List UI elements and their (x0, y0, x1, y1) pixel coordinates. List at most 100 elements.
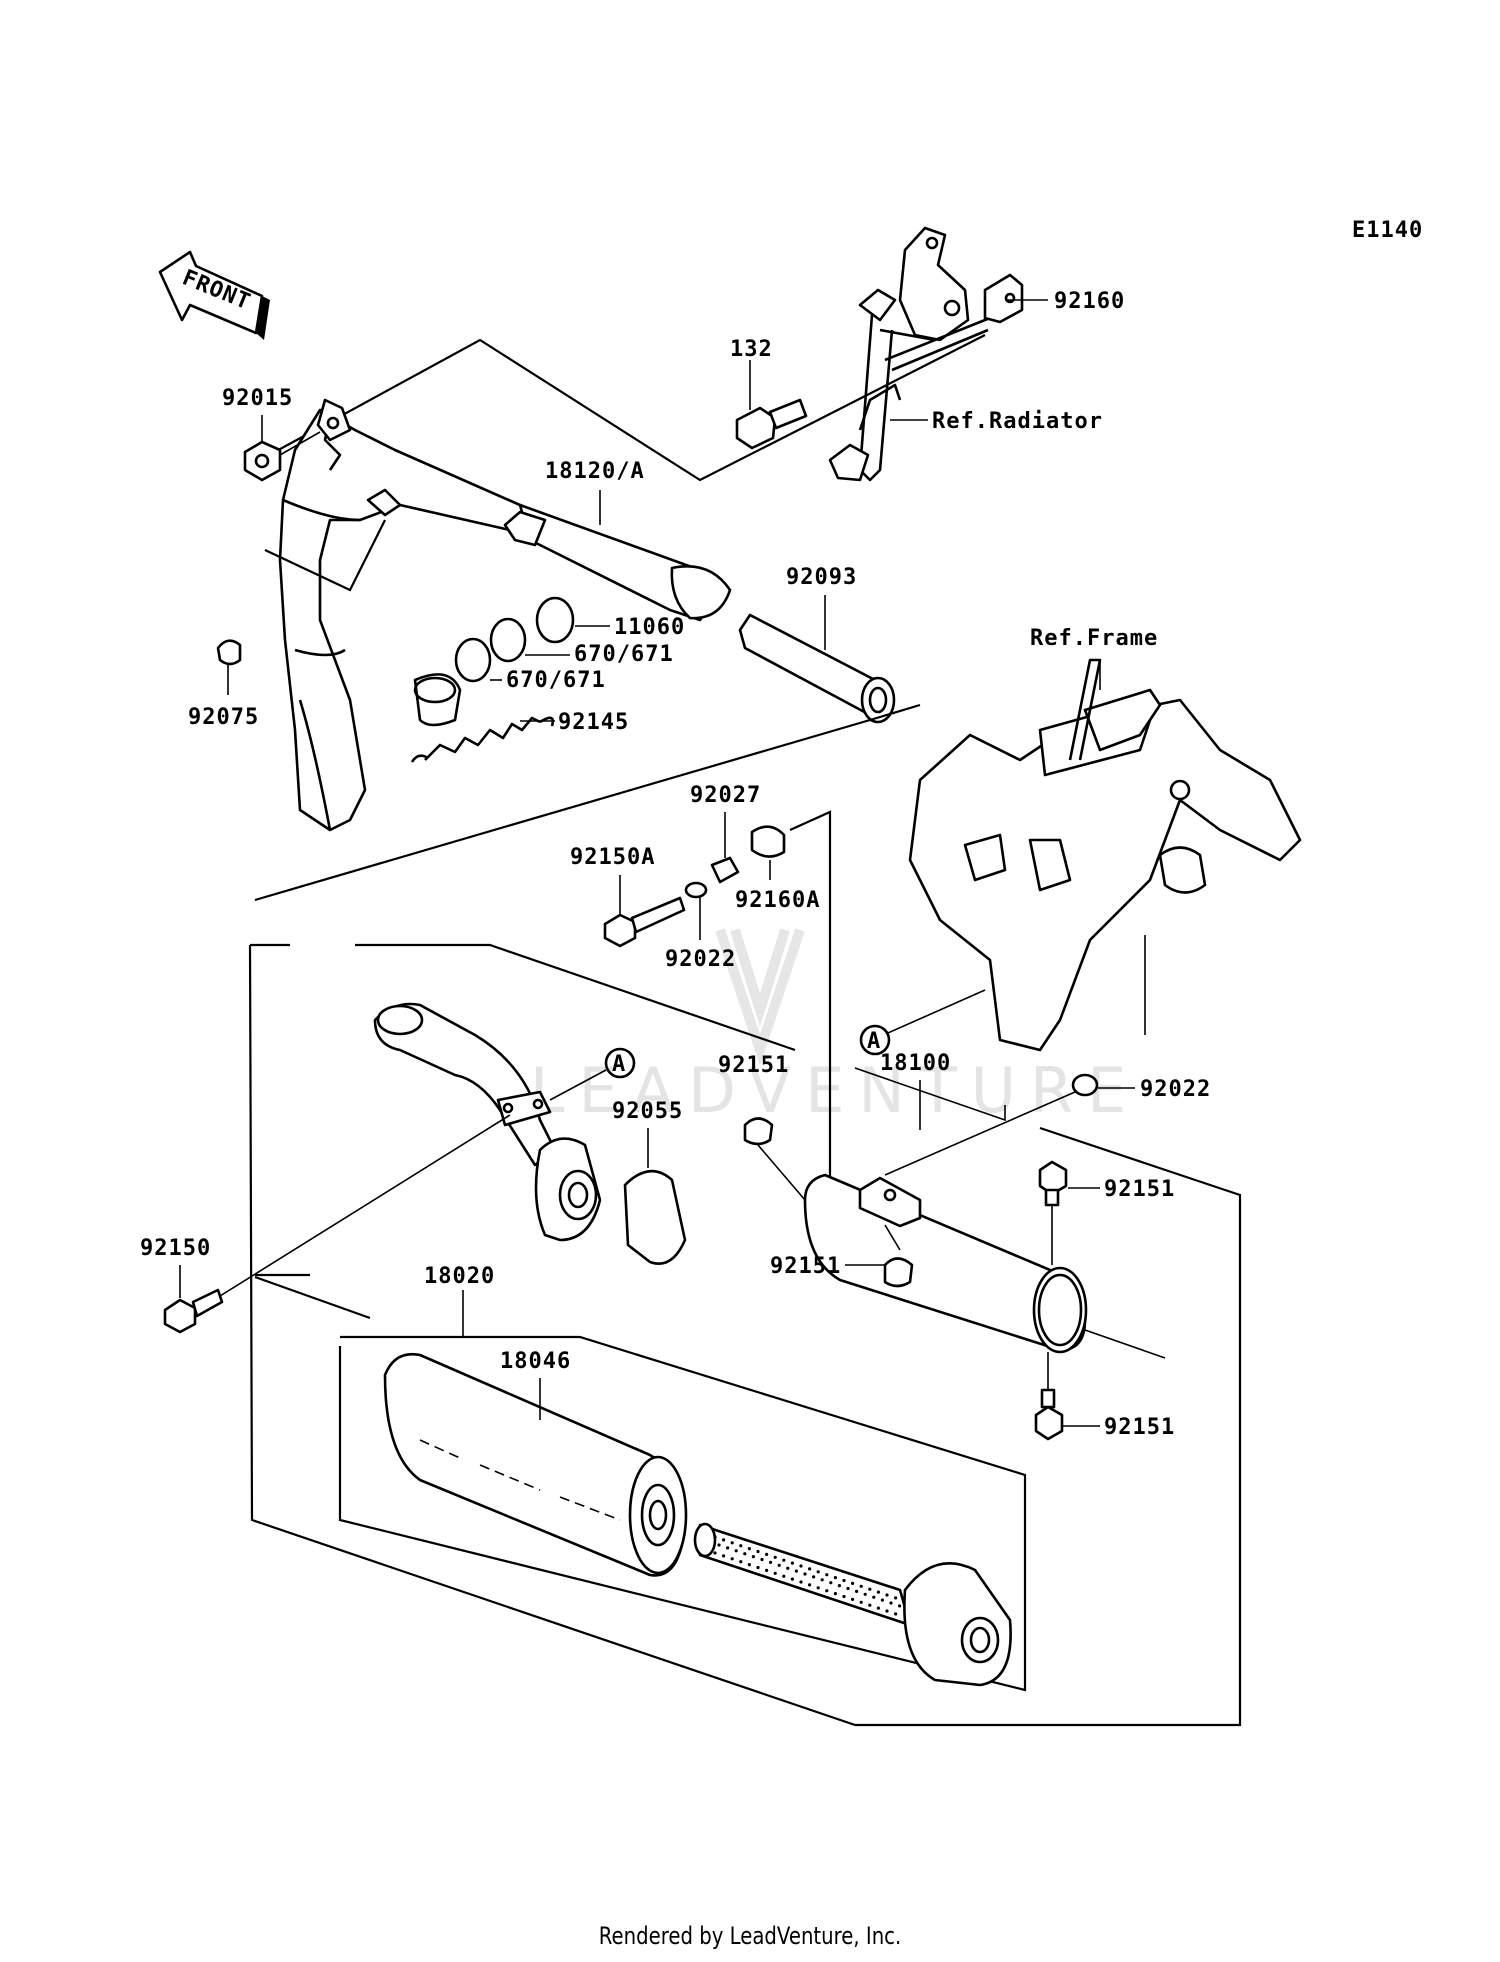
perforated-tube (693, 1522, 1012, 1687)
gasket-92055 (623, 1169, 687, 1265)
perforation-dot (855, 1589, 859, 1593)
perforation-dot (799, 1564, 803, 1568)
washer-92022-b (1071, 1073, 1099, 1097)
perforation-dot (889, 1601, 893, 1605)
nut-92075 (216, 639, 242, 666)
perforation-dot (808, 1583, 812, 1587)
callout-11060: 11060 (614, 615, 685, 640)
perforation-dot (722, 1554, 726, 1558)
perforation-dot (730, 1557, 734, 1561)
perforation-dot (769, 1560, 773, 1564)
bolt-92151-mid (883, 1257, 914, 1288)
perforation-dot (885, 1593, 889, 1597)
callout-92093: 92093 (786, 565, 857, 590)
ref-frame (908, 658, 1302, 1052)
perforation-dot (739, 1544, 743, 1548)
perforation-dot (876, 1606, 881, 1610)
bolt-132 (735, 398, 808, 450)
perforation-dot (747, 1547, 752, 1551)
radiator-bracket (828, 226, 1024, 482)
callout-92150: 92150 (140, 1236, 211, 1261)
perforation-dot (782, 1574, 786, 1578)
perforation-dot (794, 1569, 799, 1573)
expansion-chamber-18120A (278, 398, 732, 832)
perforation-dot (863, 1592, 867, 1596)
callout-92151-bottom: 92151 (1104, 1415, 1175, 1440)
perforation-dot (868, 1603, 872, 1607)
perforation-dot (837, 1584, 842, 1588)
perforation-dot (734, 1549, 738, 1553)
perforation-dot (782, 1558, 786, 1562)
perforation-dot (799, 1580, 803, 1584)
perforation-dot (851, 1581, 855, 1585)
bolt-92151-top (743, 1117, 774, 1146)
muffler-18100 (803, 1173, 1088, 1354)
perforation-dot (751, 1555, 756, 1559)
perforation-dot (713, 1535, 717, 1539)
perforation-dot (812, 1575, 816, 1579)
bolt-92150 (163, 1288, 224, 1334)
perforation-dot (868, 1587, 872, 1591)
perforation-dot (880, 1598, 885, 1602)
perforation-dot (786, 1566, 790, 1570)
callout-92151-right: 92151 (1104, 1177, 1175, 1202)
perforation-dot (756, 1549, 760, 1554)
perforation-dot (859, 1600, 863, 1604)
callout-92022-b: 92022 (1140, 1077, 1211, 1102)
perforation-dot (898, 1604, 902, 1608)
perforation-dot (816, 1570, 820, 1574)
perforation-dot (773, 1571, 777, 1575)
perforation-dot (743, 1552, 747, 1556)
callout-92151-top: 92151 (718, 1053, 789, 1078)
ref-frame-label: Ref.Frame (1030, 626, 1158, 651)
bolt-92151-right (1038, 1160, 1068, 1207)
perforation-dot (726, 1546, 730, 1550)
perforation-dot (722, 1538, 726, 1542)
washer-92022 (684, 881, 708, 899)
perforation-dot (872, 1595, 876, 1599)
ref-radiator: Ref.Radiator (932, 409, 1103, 434)
gasket-rings (413, 596, 575, 727)
perforation-dot (825, 1589, 829, 1593)
perforation-dot (777, 1563, 781, 1567)
perforation-dot (885, 1609, 889, 1613)
perforation-dot (876, 1590, 881, 1594)
perforation-dot (825, 1573, 829, 1577)
perforation-dot (842, 1578, 846, 1583)
callout-92022-a: 92022 (665, 947, 736, 972)
callout-92145: 92145 (558, 710, 629, 735)
perforation-dot (833, 1576, 838, 1580)
perforation-dot (829, 1581, 833, 1585)
callout-670-671-a: 670/671 (574, 642, 674, 667)
watermark-text: LEADVENTURE (530, 1054, 1140, 1127)
ref-A-frame: A (867, 1029, 881, 1054)
ref-A-pipe: A (612, 1052, 626, 1077)
perforation-dot (833, 1592, 838, 1596)
callout-92055: 92055 (612, 1099, 683, 1124)
callout-18046: 18046 (500, 1349, 571, 1374)
callout-670-671-b: 670/671 (506, 668, 606, 693)
callout-92075: 92075 (188, 705, 259, 730)
perforation-dot (851, 1597, 855, 1601)
callout-92150A: 92150A (570, 845, 655, 870)
watermark: LEADVENTURE (530, 928, 1140, 1127)
perforation-dot (730, 1541, 734, 1545)
perforation-dot (765, 1568, 769, 1572)
perforation-dot (773, 1555, 777, 1559)
perforation-dot (790, 1577, 795, 1581)
perforation-dot (820, 1578, 824, 1582)
perforation-dot (717, 1543, 721, 1547)
callout-92160: 92160 (1054, 289, 1125, 314)
exhaust-pipe (373, 1002, 602, 1242)
damper-92160A (750, 825, 786, 858)
callout-92015: 92015 (222, 386, 293, 411)
perforation-dot (842, 1594, 846, 1599)
perforation-dot (713, 1551, 717, 1555)
perforation-dot (808, 1567, 812, 1571)
perforation-dot (894, 1596, 898, 1600)
perforation-dot (760, 1557, 764, 1562)
nut-92015 (243, 440, 282, 482)
perforation-dot (765, 1552, 769, 1556)
perforation-dot (859, 1584, 863, 1588)
